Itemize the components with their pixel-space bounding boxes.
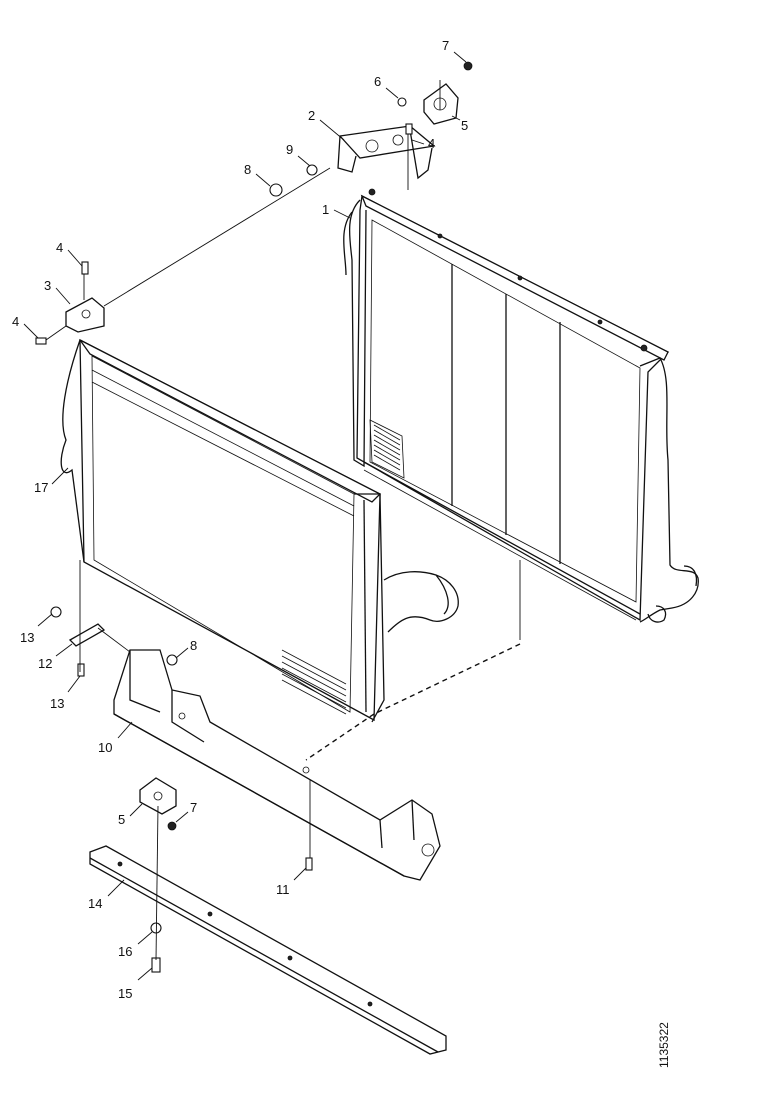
washer-6 xyxy=(397,97,407,107)
lower-support-part-10 xyxy=(113,649,441,881)
callout-4-left: 4 xyxy=(12,314,19,329)
callout-4-left-top: 4 xyxy=(56,240,63,255)
callout-8-upper: 8 xyxy=(244,162,251,177)
callout-7-lower: 7 xyxy=(190,800,197,815)
callout-1: 1 xyxy=(322,202,329,217)
nut-7-upper xyxy=(463,61,473,71)
callout-9: 9 xyxy=(286,142,293,157)
assembly-lines xyxy=(45,80,521,961)
callout-3: 3 xyxy=(44,278,51,293)
rubber-mount-part-5-upper xyxy=(423,83,459,125)
cooler-fins-sample xyxy=(281,649,347,715)
lower-bracket-part-5 xyxy=(139,777,177,815)
callout-8-lower: 8 xyxy=(190,638,197,653)
callout-13-lower: 13 xyxy=(50,696,64,711)
radiator-part-1 xyxy=(343,188,699,623)
bolt-4-left-top xyxy=(81,261,89,275)
hardware xyxy=(35,61,473,973)
callout-5-lower: 5 xyxy=(118,812,125,827)
small-bracket-part-3 xyxy=(65,297,105,333)
bolt-11 xyxy=(305,857,313,871)
callout-14: 14 xyxy=(88,896,102,911)
callout-10: 10 xyxy=(98,740,112,755)
charge-air-cooler-part-17 xyxy=(60,338,459,723)
bolt-13-lower xyxy=(77,663,85,677)
bolt-8-lower xyxy=(166,654,178,666)
bolt-4-upper xyxy=(405,123,413,135)
figure-reference-number: 1135322 xyxy=(657,1022,671,1068)
plate-12 xyxy=(68,623,106,647)
callouts: 7 6 5 2 4 9 8 1 4 3 4 17 13 12 13 8 10 xyxy=(12,38,468,1001)
callout-12: 12 xyxy=(38,656,52,671)
bolt-13-upper xyxy=(50,606,62,618)
callout-15: 15 xyxy=(118,986,132,1001)
callout-2: 2 xyxy=(308,108,315,123)
callout-6: 6 xyxy=(374,74,381,89)
callout-13-upper: 13 xyxy=(20,630,34,645)
callout-16: 16 xyxy=(118,944,132,959)
washer-9 xyxy=(306,164,318,176)
cross-member-part-14 xyxy=(89,845,447,1055)
bolt-4-left xyxy=(35,337,47,345)
callout-11: 11 xyxy=(276,882,290,897)
upper-bracket-part-2 xyxy=(337,125,436,180)
callout-5-upper: 5 xyxy=(461,118,468,133)
callout-17: 17 xyxy=(34,480,48,495)
callout-7-upper: 7 xyxy=(442,38,449,53)
radiator-fins-sample xyxy=(373,424,401,471)
callout-4-upper: 4 xyxy=(428,136,435,151)
nut-7-lower xyxy=(167,821,177,831)
bolt-15 xyxy=(151,957,161,973)
bolt-8-upper xyxy=(269,183,283,197)
